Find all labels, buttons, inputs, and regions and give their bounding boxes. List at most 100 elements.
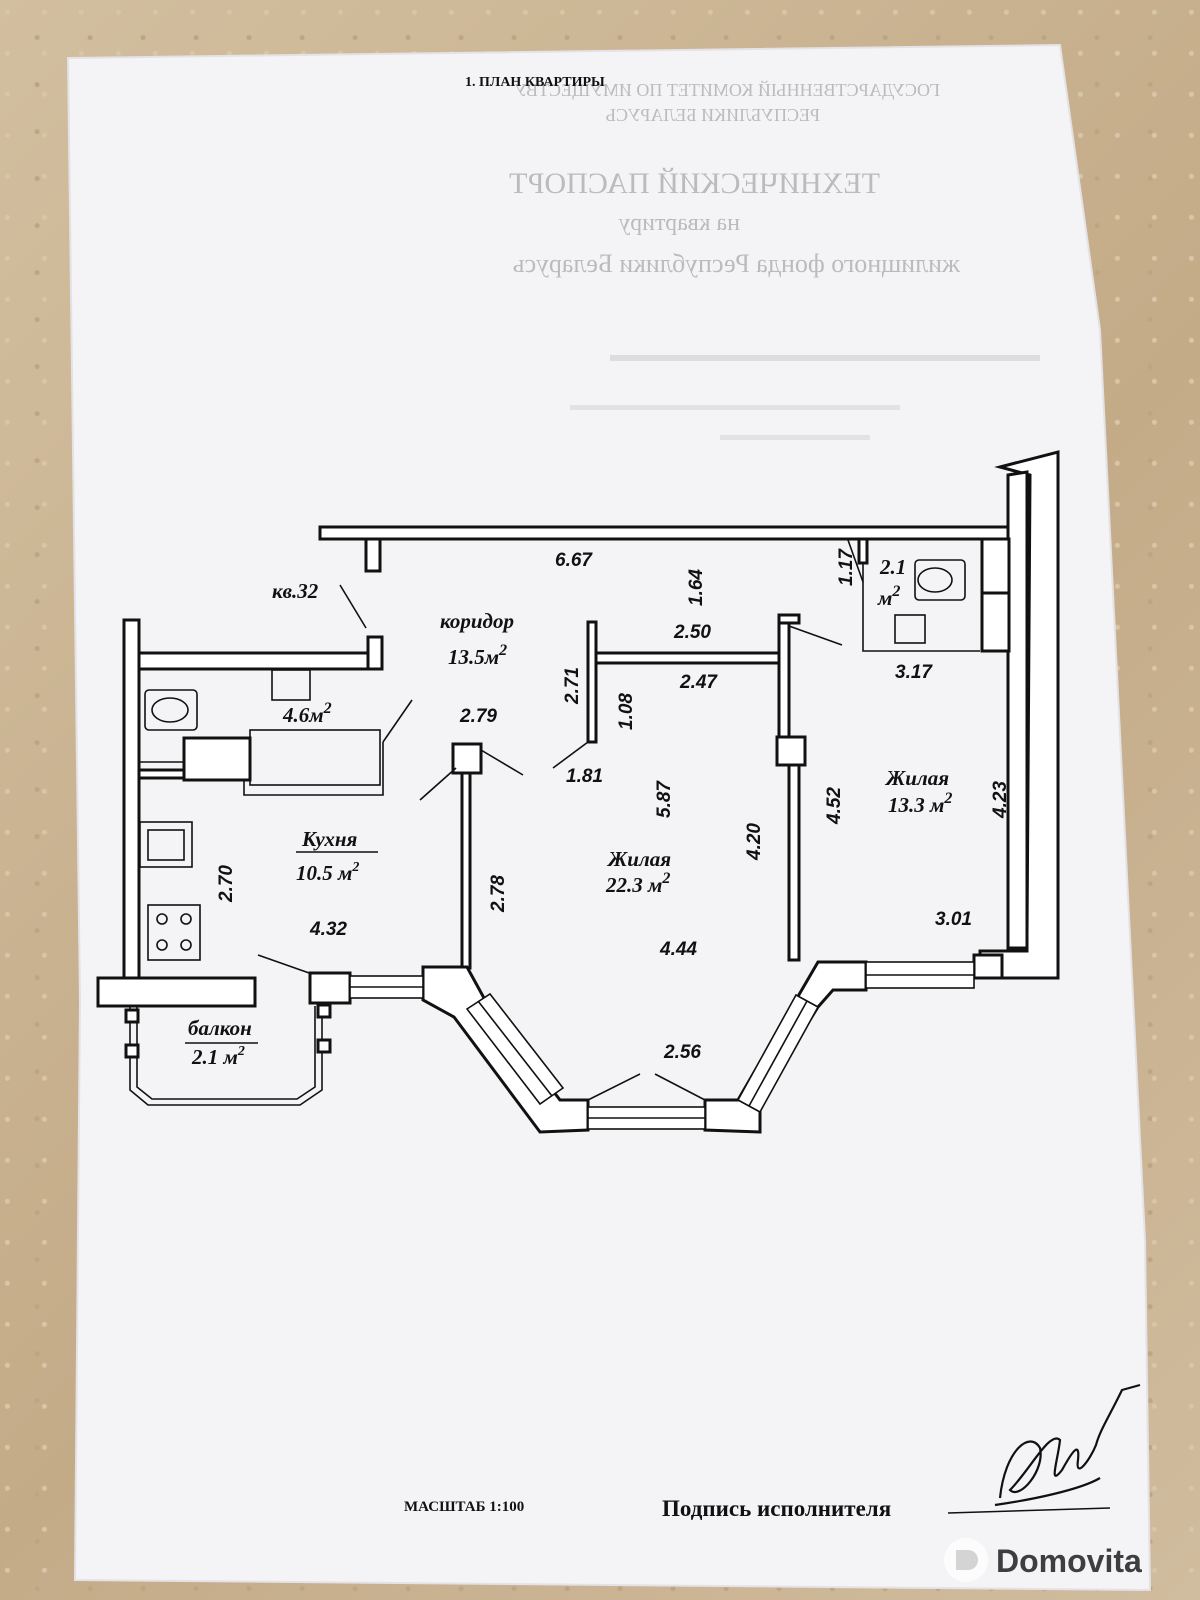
scale-label: МАСШТАБ 1:100 [404, 1499, 524, 1515]
sink-wc [894, 614, 926, 644]
dim-wc-length: 3.17 [895, 662, 933, 683]
bleed-line-2: РЕСПУБЛИКИ БЕЛАРУСЬ [606, 105, 820, 125]
bleed-line-4: на квартиру [618, 210, 740, 236]
wc-area-unit: м2 [877, 583, 900, 610]
corridor-area-sup: 2 [498, 642, 507, 659]
bleed-rule-2 [570, 405, 900, 410]
wall-partition-vertical [586, 620, 598, 744]
bleed-line-5: жилищного фонда Республики Беларусь [513, 249, 961, 278]
balcony-outline-inner [136, 1006, 316, 1100]
stove-burner-4 [180, 939, 192, 951]
door-living-small [788, 625, 843, 646]
dim-wc-width: 1.17 [836, 548, 857, 586]
wall-partition-horizontal [594, 651, 788, 665]
wall-right-inner [1006, 470, 1029, 950]
column-1 [451, 742, 483, 775]
plan-title: 1. ПЛАН КВАРТИРЫ [465, 75, 605, 90]
toilet-wc [914, 559, 966, 601]
dim-living-small-width: 3.01 [935, 909, 972, 930]
door-swings [257, 539, 864, 1101]
toilet-wc-bowl [917, 567, 953, 593]
door-living-big [480, 749, 524, 776]
wall-left [122, 618, 141, 982]
door-apartment [339, 584, 367, 629]
dim-bath-length: 2.79 [459, 706, 497, 727]
living-big-area: 22.3 м2 [605, 870, 670, 897]
kitchen-area-sup: 2 [351, 860, 359, 875]
paper-sheet [66, 43, 1152, 1592]
door-living-small-stub [777, 613, 801, 625]
door-bay-left [587, 1073, 641, 1101]
bath-area-value: 4.6м [282, 703, 324, 727]
door-bay-right [654, 1073, 706, 1101]
bleed-through-text: ГОСУДАРСТВЕННЫЙ КОМИТЕТ ПО ИМУЩЕСТВУ РЕС… [509, 80, 1040, 440]
balcony-post-1 [124, 1008, 140, 1024]
apartment-number-label: кв.32 [272, 579, 319, 603]
dimensions: 6.67 1.64 1.17 2.50 2.47 3.17 2.71 1.08 … [216, 548, 1011, 1063]
balcony-label: балкон [188, 1016, 252, 1040]
dim-closet-segment: 1.81 [566, 766, 603, 787]
balcony-outline [129, 1006, 323, 1106]
signature-label: Подпись исполнителя [662, 1496, 891, 1521]
wall-bath-top-stub [366, 635, 384, 671]
wall-top [318, 525, 1010, 541]
wc-area-unit-text: м [877, 586, 892, 610]
balcony-post-4 [316, 1038, 332, 1054]
corridor-area: 13.5м2 [448, 642, 507, 669]
dim-corridor-segment: 2.50 [673, 622, 711, 643]
dim-living-big-depth: 5.87 [654, 780, 675, 818]
bleed-rule-3 [720, 435, 870, 440]
signature-line [947, 1507, 1111, 1514]
balcony-area-sup: 2 [237, 1044, 245, 1059]
dim-living-big-width: 4.44 [659, 939, 697, 960]
living-big-area-value: 22.3 м [605, 873, 662, 897]
balcony-post-3 [316, 1003, 332, 1019]
balcony-area-value: 2.1 м [191, 1045, 238, 1069]
pier-right [972, 953, 1004, 980]
bathtub-block [182, 736, 252, 782]
dim-living-big-wall: 2.78 [488, 875, 509, 913]
dim-corridor-height: 2.71 [562, 667, 583, 705]
living-small-area-sup: 2 [943, 790, 952, 807]
watermark-text: Domovita [996, 1543, 1142, 1579]
living-small-label: Жилая [884, 766, 949, 790]
kitchen-label: Кухня [301, 827, 358, 851]
dim-kitchen-depth: 2.70 [216, 865, 237, 903]
sink-bath [271, 669, 311, 701]
wc-niche-block-1 [980, 591, 1011, 653]
wc-area-value: 2.1 [879, 555, 906, 579]
wc-area-sup: 2 [891, 583, 900, 600]
dim-corridor-length: 6.67 [555, 550, 593, 571]
pier-kitchen [308, 971, 352, 1005]
wall-partition-right [777, 618, 791, 742]
wc-stub [857, 537, 869, 565]
kitchen-sink [139, 821, 193, 868]
dim-corridor-width: 1.64 [686, 569, 707, 606]
bath-area-sup: 2 [323, 700, 332, 717]
wc-wall [862, 539, 980, 652]
wall-living-right [787, 763, 801, 962]
wall-kitchen-bottom-left [96, 976, 257, 1008]
living-big-area-sup: 2 [661, 870, 670, 887]
watermark-logo-mark [956, 1550, 978, 1570]
kitchen-sink-basin [147, 829, 185, 861]
stove [147, 904, 201, 961]
door-kitchen [419, 767, 457, 801]
column-2 [775, 735, 807, 767]
door-wc [847, 539, 864, 583]
wall-bath-top [137, 651, 384, 671]
room-labels: кв.32 коридор 13.5м2 4.6м2 2.1 м2 Кухня … [188, 555, 952, 1069]
door-balcony [257, 954, 313, 975]
wc-niche-block-2 [980, 537, 1011, 595]
door-bath [382, 699, 413, 743]
stove-burner-1 [156, 913, 168, 925]
windows [349, 961, 975, 1130]
signature-scribble [994, 1383, 1141, 1507]
stove-burner-3 [156, 939, 168, 951]
bleed-rule-1 [610, 355, 1040, 361]
bleed-line-1: ГОСУДАРСТВЕННЫЙ КОМИТЕТ ПО ИМУЩЕСТВУ [514, 80, 940, 100]
toilet-bath-bowl [151, 697, 189, 723]
bath-area: 4.6м2 [282, 700, 332, 727]
dim-bay-window: 2.56 [663, 1042, 701, 1063]
